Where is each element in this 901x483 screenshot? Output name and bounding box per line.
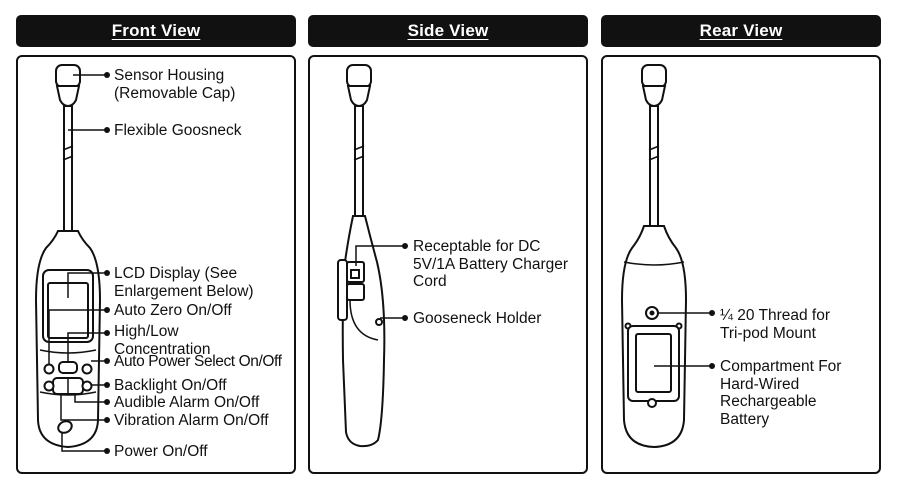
side-view-tab: Side View — [308, 15, 588, 47]
rear-device-drawing — [620, 64, 688, 449]
front-power-button — [57, 420, 73, 434]
side-sensor-cap — [346, 64, 372, 88]
label-tripod-thread: ¼ 20 Thread for Tri-pod Mount — [720, 307, 831, 342]
front-view-tab: Front View — [16, 15, 296, 47]
label-gooseneck-holder: Gooseneck Holder — [413, 310, 542, 327]
side-leader-lines — [355, 243, 408, 321]
label-battery-compartment: Compartment For Hard-Wired Rechargeable … — [720, 358, 842, 428]
label-lcd-display: LCD Display (See Enlargement Below) — [114, 265, 254, 300]
label-vibration-alarm: Vibration Alarm On/Off — [114, 412, 269, 429]
rear-view-title: Rear View — [699, 21, 783, 40]
label-high-low: High/Low Concentration — [114, 323, 211, 358]
label-flexible-gooseneck: Flexible Goosneck — [114, 122, 242, 139]
rear-gooseneck — [649, 105, 659, 227]
side-body — [341, 215, 386, 448]
front-sensor-cap — [55, 64, 81, 88]
label-auto-power: Auto Power Select On/Off — [114, 353, 282, 370]
label-audible-alarm: Audible Alarm On/Off — [114, 394, 260, 411]
rear-leader-lines — [654, 310, 715, 369]
side-view-title: Side View — [407, 21, 489, 40]
side-gooseneck — [354, 105, 364, 217]
front-auto-power-button — [81, 363, 93, 375]
front-view-title: Front View — [111, 21, 201, 40]
front-device-drawing — [34, 64, 102, 449]
side-device-drawing — [337, 64, 386, 448]
rear-view-tab: Rear View — [601, 15, 881, 47]
front-auto-zero-button — [43, 363, 55, 375]
side-grip — [337, 259, 348, 321]
rear-sensor-cap — [641, 64, 667, 88]
side-gooseneck-holder — [346, 283, 365, 301]
front-sensor-collar — [55, 85, 81, 108]
label-auto-zero: Auto Zero On/Off — [114, 302, 232, 319]
front-leader-lines — [48, 72, 110, 454]
label-backlight: Backlight On/Off — [114, 377, 227, 394]
label-charger-receptacle: Receptable for DC 5V/1A Battery Charger … — [413, 238, 569, 290]
front-high-low-button — [58, 361, 78, 374]
label-power: Power On/Off — [114, 443, 208, 460]
front-gooseneck — [63, 105, 73, 232]
label-sensor-housing: Sensor Housing (Removable Cap) — [114, 67, 236, 102]
